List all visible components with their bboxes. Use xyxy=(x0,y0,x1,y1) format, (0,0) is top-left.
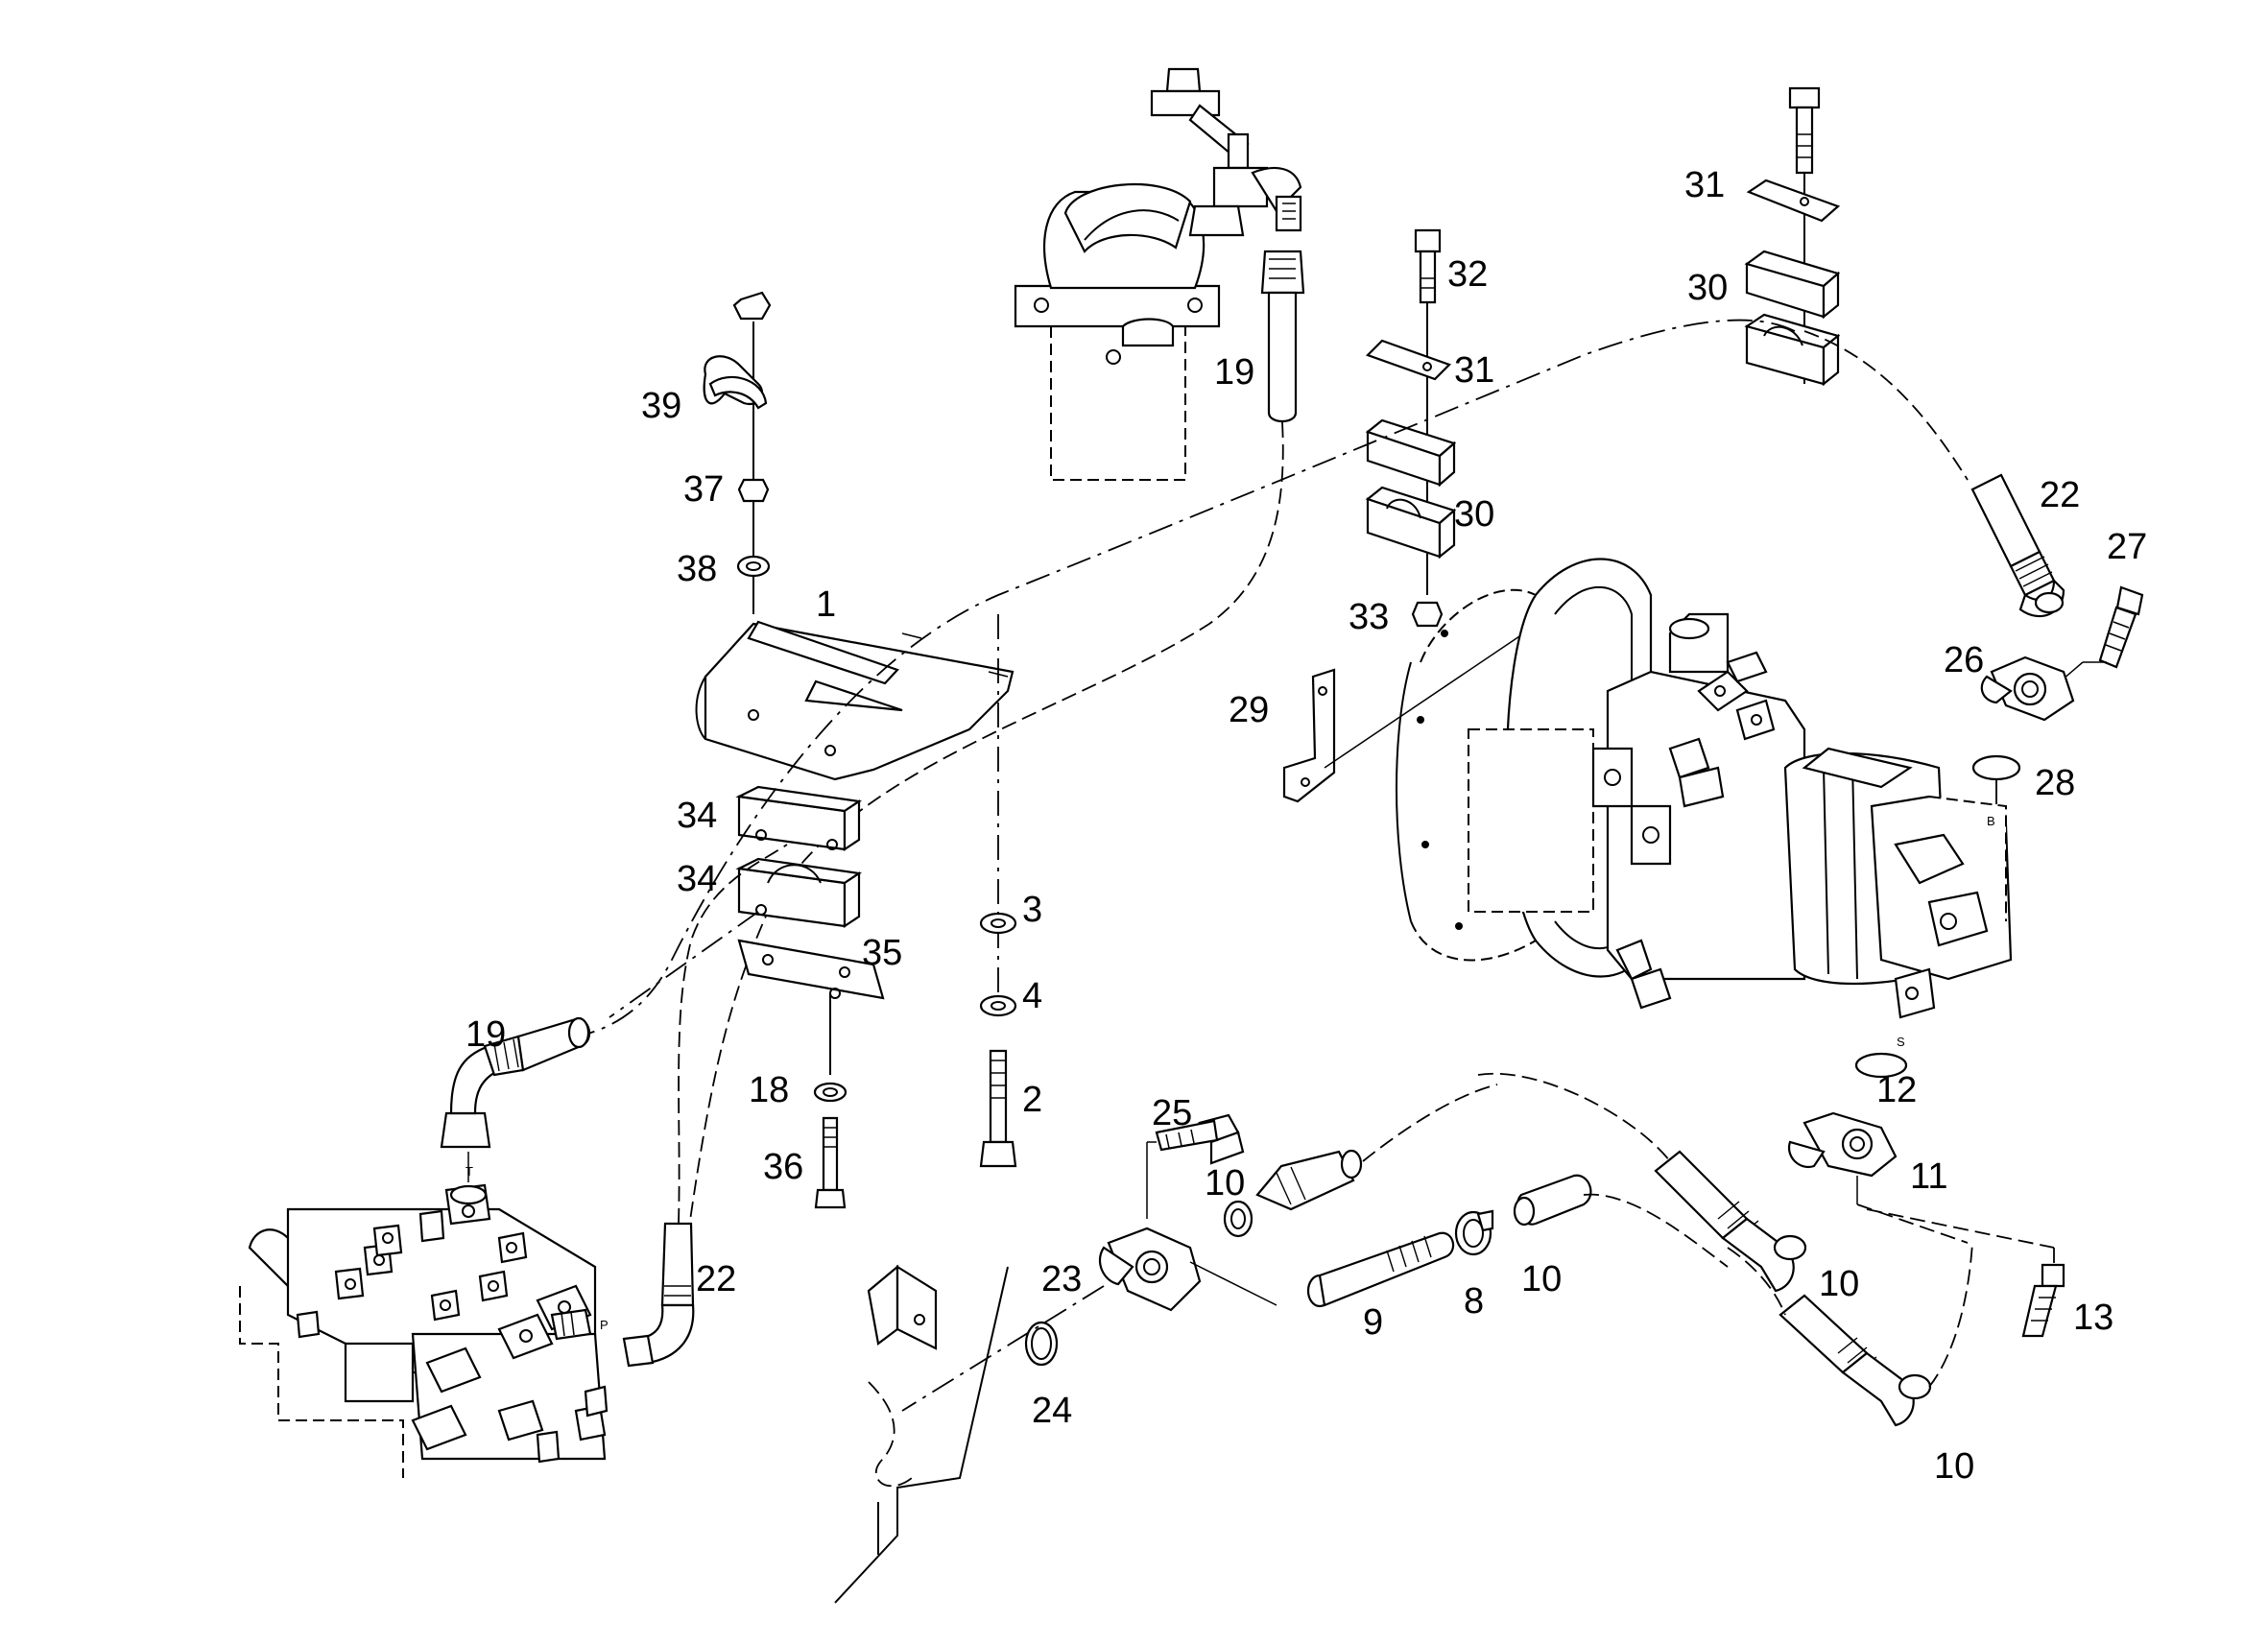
bolt-25 xyxy=(1146,1113,1245,1219)
plate-35 xyxy=(737,939,885,1075)
control-valve xyxy=(239,1183,609,1478)
label-1: 1 xyxy=(816,584,836,625)
label-31a: 31 xyxy=(1684,165,1725,205)
label-35: 35 xyxy=(862,933,902,973)
port-mark-p: P xyxy=(600,1318,609,1332)
callout-labels: 1 2 3 4 8 9 10 10 10 10 11 12 13 18 19 1… xyxy=(466,165,2147,1487)
label-28: 28 xyxy=(2035,763,2075,803)
filter-assembly xyxy=(1014,183,1221,481)
hose-22-route-upper xyxy=(1803,330,1969,481)
hose-19-lower xyxy=(440,1016,591,1149)
hose-10-left xyxy=(1223,1149,1363,1238)
pipe-9 xyxy=(1306,1231,1455,1308)
pump-assembly xyxy=(1396,558,2013,1019)
label-29: 29 xyxy=(1229,690,1269,730)
plate-29 xyxy=(1282,668,1336,803)
tank-outline xyxy=(834,1266,1009,1604)
label-32: 32 xyxy=(1447,254,1488,295)
hose-route-10 xyxy=(1477,1072,1671,1162)
label-25: 25 xyxy=(1152,1093,1192,1133)
centreline-left xyxy=(609,911,759,1018)
bolt-36 xyxy=(813,1082,848,1209)
label-26: 26 xyxy=(1944,640,1984,680)
hose-route-22-left xyxy=(678,844,788,1225)
port-mark-b: B xyxy=(1987,814,1995,828)
label-22b: 22 xyxy=(696,1259,736,1299)
small-bracket xyxy=(867,1264,938,1350)
label-10b: 10 xyxy=(1521,1259,1562,1299)
label-19a: 19 xyxy=(1214,352,1254,393)
label-8: 8 xyxy=(1464,1281,1484,1322)
flange-11 xyxy=(1787,1111,1969,1244)
label-12: 12 xyxy=(1876,1070,1917,1110)
axis-24 xyxy=(901,1285,1105,1412)
bracket-1 xyxy=(695,620,1015,781)
label-19b: 19 xyxy=(466,1014,506,1055)
label-13: 13 xyxy=(2073,1298,2113,1338)
clamp-stack-right xyxy=(1744,86,1841,387)
label-23: 23 xyxy=(1041,1259,1082,1299)
hose-route-10-lower xyxy=(1727,1247,1786,1316)
label-2: 2 xyxy=(1022,1080,1042,1120)
label-27: 27 xyxy=(2107,527,2147,567)
bolt-27 xyxy=(2048,585,2144,692)
clamp-34 xyxy=(735,785,863,929)
label-3: 3 xyxy=(1022,890,1042,930)
label-33: 33 xyxy=(1349,597,1389,637)
flange-26 xyxy=(1980,655,2075,722)
port-mark-t: T xyxy=(466,1164,473,1179)
hose-10-middle xyxy=(1513,1174,1592,1227)
label-10d: 10 xyxy=(1934,1446,1974,1487)
flange-23 xyxy=(1098,1227,1202,1312)
hose-19-upper xyxy=(1260,250,1305,423)
label-34b: 34 xyxy=(677,859,717,899)
label-30a: 30 xyxy=(1687,268,1728,308)
label-34a: 34 xyxy=(677,796,717,836)
label-10a: 10 xyxy=(1205,1163,1245,1203)
hose-route-middle xyxy=(1583,1193,1729,1268)
bolt-13 xyxy=(1866,1208,2065,1338)
label-11: 11 xyxy=(1910,1156,1947,1197)
port-mark-s: S xyxy=(1897,1035,1905,1049)
hose-22-left xyxy=(622,1222,695,1368)
oring-12 xyxy=(1854,1052,1908,1079)
label-31b: 31 xyxy=(1454,350,1494,391)
label-10c: 10 xyxy=(1819,1264,1859,1304)
hose-10-right xyxy=(1654,1150,1807,1293)
clamp-8 xyxy=(1454,1209,1494,1256)
label-18: 18 xyxy=(749,1070,789,1110)
hose-22-right xyxy=(1970,473,2065,618)
centreline-upper xyxy=(498,319,1796,1047)
label-37: 37 xyxy=(683,469,724,510)
bolt-2-stack xyxy=(979,912,1017,1168)
leader-23-9 xyxy=(1189,1261,1277,1306)
label-36: 36 xyxy=(763,1147,803,1187)
label-30b: 30 xyxy=(1454,494,1494,535)
clamp-stack-left xyxy=(703,291,772,614)
hose-route-left xyxy=(1362,1084,1498,1162)
label-38: 38 xyxy=(677,549,717,589)
filter-top-fittings xyxy=(1150,67,1302,237)
hose-route-10-elbow xyxy=(1928,1242,1973,1388)
label-9: 9 xyxy=(1363,1302,1383,1343)
oring-28 xyxy=(1971,754,2021,781)
leader-29 xyxy=(1324,628,1532,769)
label-39: 39 xyxy=(641,386,681,426)
hose-19-route-line xyxy=(685,421,1284,1249)
label-4: 4 xyxy=(1022,976,1042,1016)
clamp-stack-centre xyxy=(1365,228,1457,628)
hose-10-lower xyxy=(1779,1294,1932,1427)
label-22a: 22 xyxy=(2040,475,2080,515)
label-24: 24 xyxy=(1032,1391,1072,1431)
